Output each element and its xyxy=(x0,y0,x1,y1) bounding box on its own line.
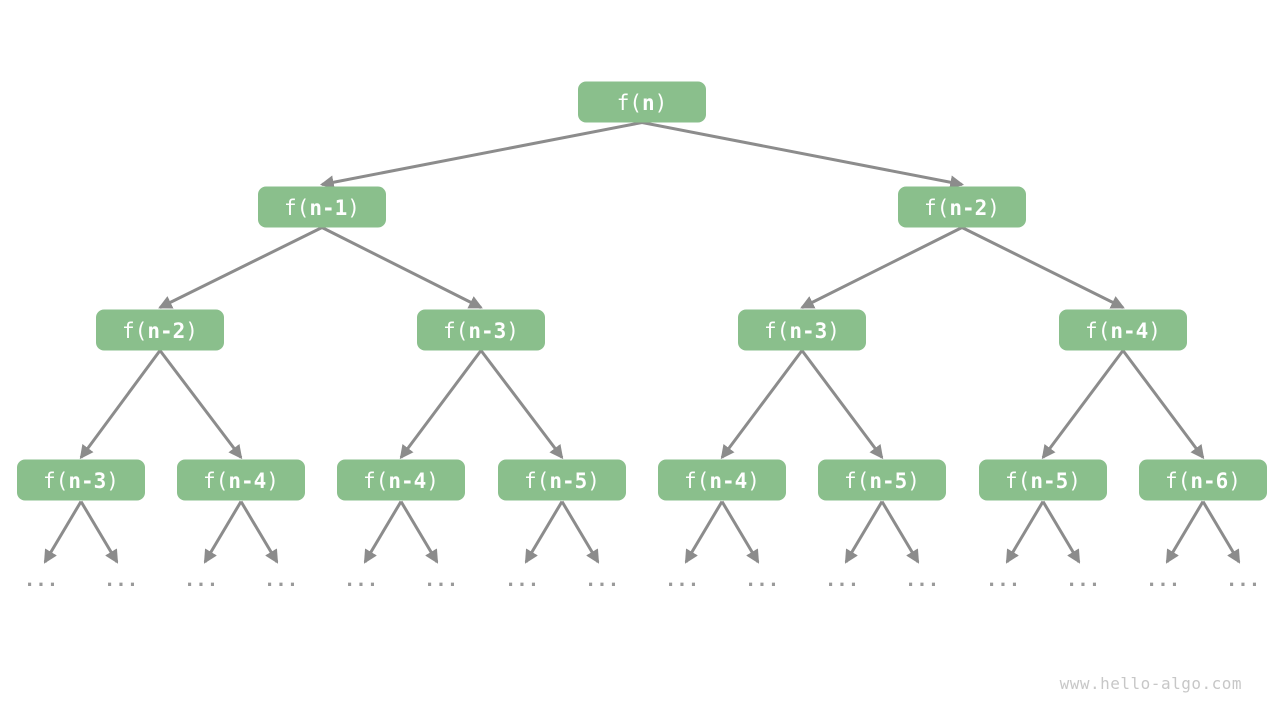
tree-node-label: f(n-6) xyxy=(1165,469,1241,493)
recursion-continues-arrow xyxy=(880,500,920,564)
tree-node: f(n-4) xyxy=(337,459,465,501)
ellipsis: ... xyxy=(264,569,298,591)
tree-node: f(n-4) xyxy=(658,459,786,501)
ellipsis: ... xyxy=(1066,569,1100,591)
recursion-continues-arrow xyxy=(1005,500,1045,564)
edge-arrow xyxy=(961,226,1125,309)
recursion-continues-arrow xyxy=(1165,500,1205,564)
tree-node: f(n-3) xyxy=(17,459,145,501)
tree-node: f(n-3) xyxy=(738,309,866,351)
recursion-continues-arrow xyxy=(684,500,724,564)
recursion-continues-arrow xyxy=(363,500,403,564)
ellipsis: ... xyxy=(344,569,378,591)
tree-node-label: f(n-3) xyxy=(764,319,840,343)
tree-node-label: f(n-4) xyxy=(203,469,279,493)
tree-node-label: f(n-2) xyxy=(122,319,198,343)
ellipsis: ... xyxy=(665,569,699,591)
edge-arrow xyxy=(479,349,564,460)
tree-node-label: f(n-3) xyxy=(443,319,519,343)
tree-node-label: f(n-2) xyxy=(924,196,1000,220)
tree-node-label: f(n-1) xyxy=(284,196,360,220)
edge-arrow xyxy=(800,226,963,309)
edge-arrow xyxy=(158,226,323,309)
tree-node: f(n-1) xyxy=(258,186,386,228)
recursion-continues-arrow xyxy=(720,500,760,564)
edge-arrow xyxy=(641,121,965,190)
ellipsis: ... xyxy=(424,569,458,591)
recursion-continues-arrow xyxy=(399,500,439,564)
recursion-continues-arrow xyxy=(79,500,119,564)
edge-arrow xyxy=(1121,349,1205,460)
tree-node-label: f(n-4) xyxy=(684,469,760,493)
ellipsis: ... xyxy=(1226,569,1260,591)
recursion-continues-arrow xyxy=(1041,500,1081,564)
tree-node-label: f(n-5) xyxy=(524,469,600,493)
ellipsis: ... xyxy=(104,569,138,591)
tree-node: f(n-2) xyxy=(96,309,224,351)
tree-node-label: f(n-3) xyxy=(43,469,119,493)
edge-arrow xyxy=(158,349,243,460)
tree-node: f(n-2) xyxy=(898,186,1026,228)
recursion-continues-arrow xyxy=(239,500,279,564)
ellipsis: ... xyxy=(505,569,539,591)
tree-node-label: f(n-5) xyxy=(844,469,920,493)
edge-arrow xyxy=(720,349,804,460)
tree-node: f(n-5) xyxy=(498,459,626,501)
edge-arrow xyxy=(79,349,162,460)
ellipsis: ... xyxy=(1146,569,1180,591)
tree-node: f(n-5) xyxy=(979,459,1107,501)
edge-arrow xyxy=(319,121,643,190)
watermark: www.hello-algo.com xyxy=(1059,674,1242,693)
edge-arrow xyxy=(321,226,483,309)
tree-node: f(n-6) xyxy=(1139,459,1267,501)
tree-node: f(n-4) xyxy=(1059,309,1187,351)
ellipsis: ... xyxy=(986,569,1020,591)
ellipsis: ... xyxy=(184,569,218,591)
tree-node-label: f(n-4) xyxy=(1085,319,1161,343)
recursion-continues-arrow xyxy=(524,500,564,564)
tree-node: f(n-4) xyxy=(177,459,305,501)
tree-node-label: f(n-4) xyxy=(363,469,439,493)
recursion-continues-arrow xyxy=(560,500,600,564)
ellipsis: ... xyxy=(745,569,779,591)
tree-node: f(n-5) xyxy=(818,459,946,501)
edge-arrow xyxy=(399,349,483,460)
tree-node: f(n-3) xyxy=(417,309,545,351)
ellipsis: ... xyxy=(585,569,619,591)
tree-node-label: f(n-5) xyxy=(1005,469,1081,493)
tree-node: f(n) xyxy=(578,81,706,123)
recursion-continues-arrow xyxy=(1201,500,1241,564)
ellipsis: ... xyxy=(905,569,939,591)
ellipsis: ... xyxy=(825,569,859,591)
recursion-continues-arrow xyxy=(203,500,243,564)
ellipsis: ... xyxy=(24,569,58,591)
edge-arrow xyxy=(1041,349,1125,460)
tree-node-label: f(n) xyxy=(617,91,668,115)
recursion-continues-arrow xyxy=(844,500,884,564)
edge-arrow xyxy=(800,349,884,460)
recursion-continues-arrow xyxy=(43,500,83,564)
